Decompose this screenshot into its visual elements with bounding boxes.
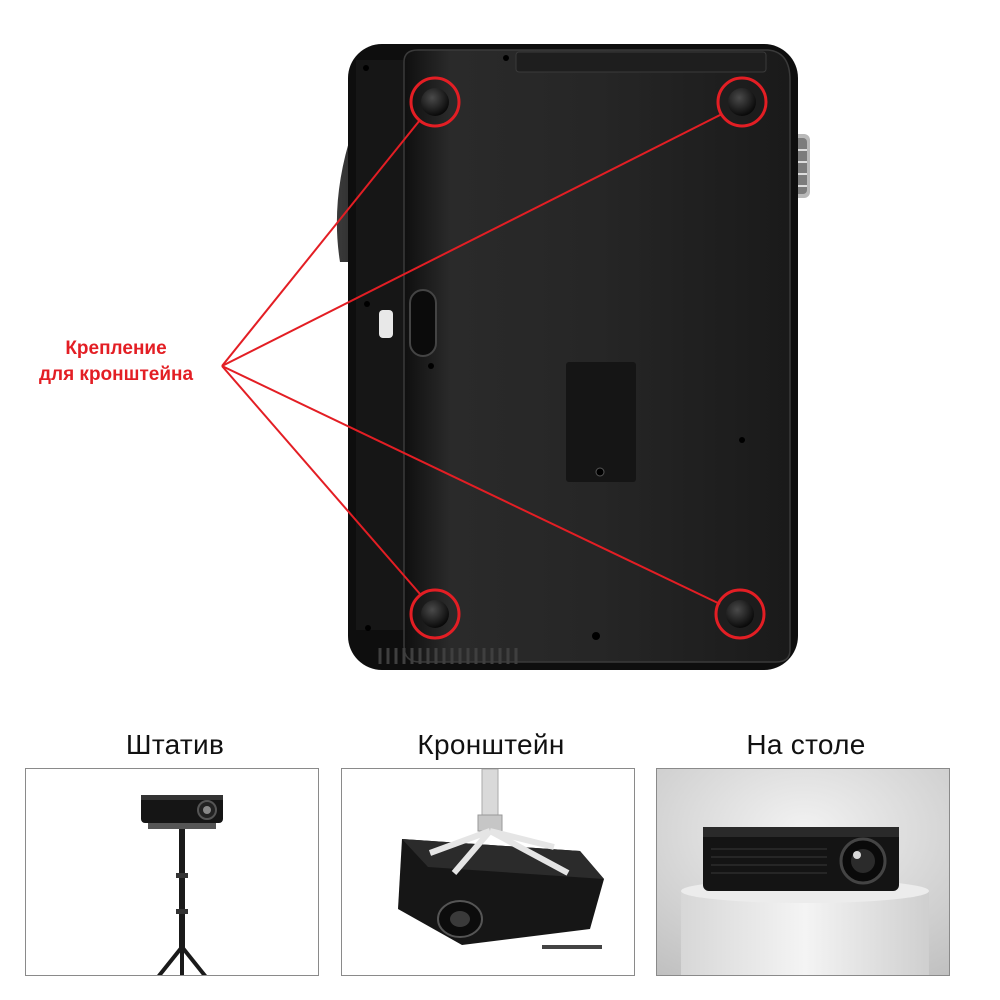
mount-foot-bottom-left: [421, 600, 449, 628]
bracket-photo: [341, 768, 635, 976]
caption-table: На столе: [746, 729, 866, 760]
highlight-circle-top-right: [716, 76, 768, 128]
leader-line: [221, 365, 721, 605]
bottom-panel: [403, 49, 791, 663]
leader-line: [221, 365, 421, 595]
caption-tripod: Штатив: [125, 729, 225, 760]
projector-bottom-view: [221, 44, 810, 670]
label-plate: [566, 362, 636, 482]
highlight-circle-top-left: [409, 76, 461, 128]
side-button: [409, 289, 437, 357]
mount-annotation: Крепление для кронштейна: [6, 336, 226, 388]
mount-foot-top-left: [421, 88, 449, 116]
annotation-line-1: Крепление: [65, 338, 167, 359]
highlight-circle-bottom-left: [409, 588, 461, 640]
table-photo: [656, 768, 950, 976]
vent-grille: [378, 648, 518, 664]
mount-foot-bottom-right: [726, 600, 754, 628]
tripod-photo: [25, 768, 319, 976]
annotation-line-2: для кронштейна: [38, 364, 194, 385]
highlight-circle-bottom-right: [714, 588, 766, 640]
leader-line: [221, 113, 723, 367]
leader-line: [221, 119, 421, 367]
mount-foot-top-right: [728, 88, 756, 116]
caption-bracket: Кронштейн: [417, 729, 565, 760]
